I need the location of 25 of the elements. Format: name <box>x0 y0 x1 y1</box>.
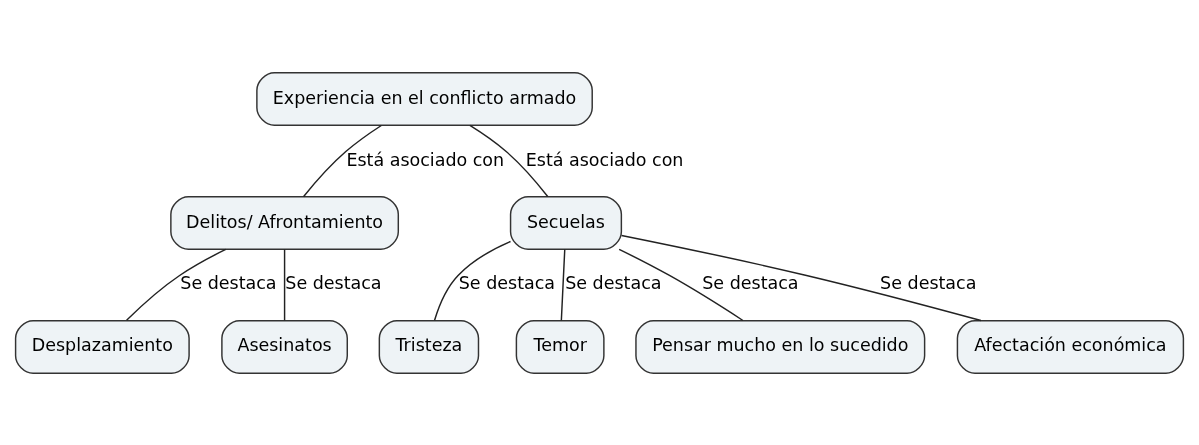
connector <box>302 124 383 197</box>
connector <box>620 234 982 321</box>
node-box: Tristeza <box>378 319 480 374</box>
connector <box>283 248 286 321</box>
edge-label: Está asociado con <box>346 149 505 170</box>
connector <box>560 248 566 321</box>
connector <box>125 248 227 321</box>
node-box: Delitos/ Afrontamiento <box>170 195 400 250</box>
edge-label: Se destaca <box>702 272 799 293</box>
edge-label: Se destaca <box>880 272 977 293</box>
connector <box>433 240 512 321</box>
edge-label: Se destaca <box>285 272 382 293</box>
connector <box>618 248 744 321</box>
node-box: Secuelas <box>509 195 623 250</box>
node-box: Desplazamiento <box>14 319 190 374</box>
node-box: Experiencia en el conflicto armado <box>256 71 593 126</box>
edge-label: Se destaca <box>565 272 662 293</box>
node-box: Temor <box>515 319 605 374</box>
node-box: Afectación económica <box>956 319 1185 374</box>
edge-label: Está asociado con <box>525 149 684 170</box>
connector <box>469 124 549 197</box>
node-box: Asesinatos <box>221 319 348 374</box>
edge-label: Se destaca <box>180 272 277 293</box>
node-box: Pensar mucho en lo sucedido <box>635 319 926 374</box>
edge-label: Se destaca <box>458 272 556 293</box>
